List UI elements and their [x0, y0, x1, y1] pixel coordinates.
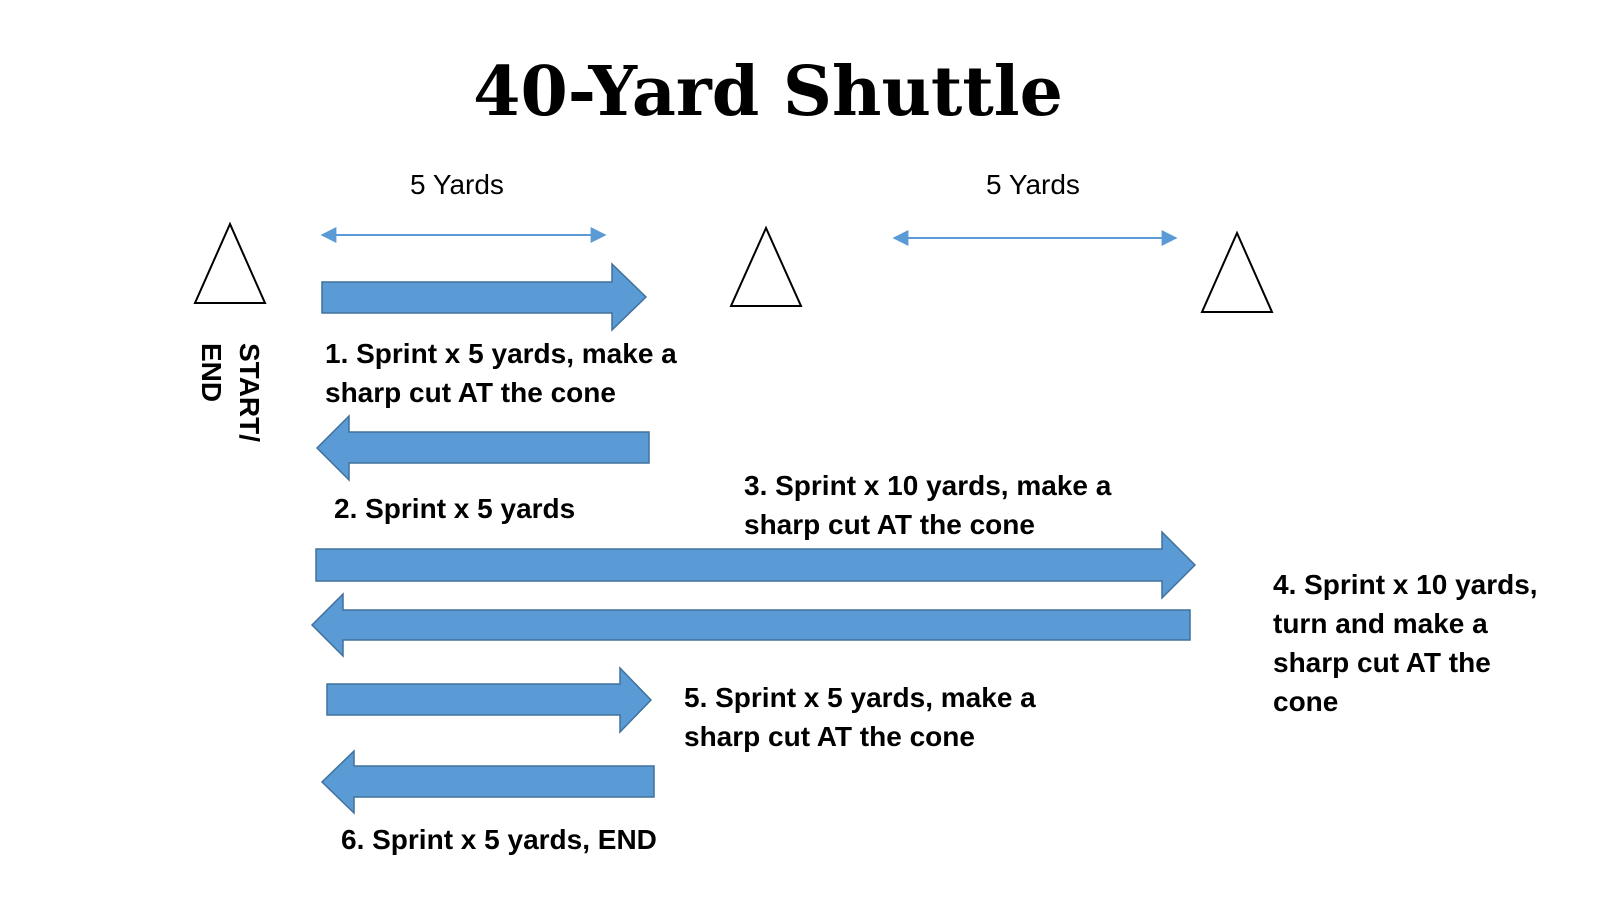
- step-6-label: 6. Sprint x 5 yards, END: [341, 824, 657, 855]
- step-3-arrow-icon: [315, 530, 1197, 600]
- step-2-arrow-icon: [315, 414, 650, 482]
- step-2-label: 2. Sprint x 5 yards: [334, 493, 576, 524]
- step-6-arrow-icon: [320, 749, 655, 815]
- step-1-label: 1. Sprint x 5 yards, make a sharp cut AT…: [325, 338, 677, 408]
- start-end-label: START/ END: [196, 343, 265, 443]
- step-5-label: 5. Sprint x 5 yards, make a sharp cut AT…: [684, 682, 1036, 752]
- step-4-label: 4. Sprint x 10 yards, turn and make a sh…: [1273, 569, 1538, 717]
- dimension-label-second: 5 Yards: [986, 169, 1080, 200]
- step-4-arrow-icon: [310, 592, 1191, 658]
- middle-cone-icon: [729, 225, 803, 307]
- far-cone-icon: [1200, 230, 1274, 313]
- dimension-label-first: 5 Yards: [410, 169, 504, 200]
- step-3-label: 3. Sprint x 10 yards, make a sharp cut A…: [744, 470, 1112, 540]
- start-cone-icon: [193, 221, 267, 304]
- diagram-title: 40-Yard Shuttle: [473, 52, 1063, 132]
- step-5-arrow-icon: [326, 666, 653, 734]
- step-1-arrow-icon: [321, 262, 648, 332]
